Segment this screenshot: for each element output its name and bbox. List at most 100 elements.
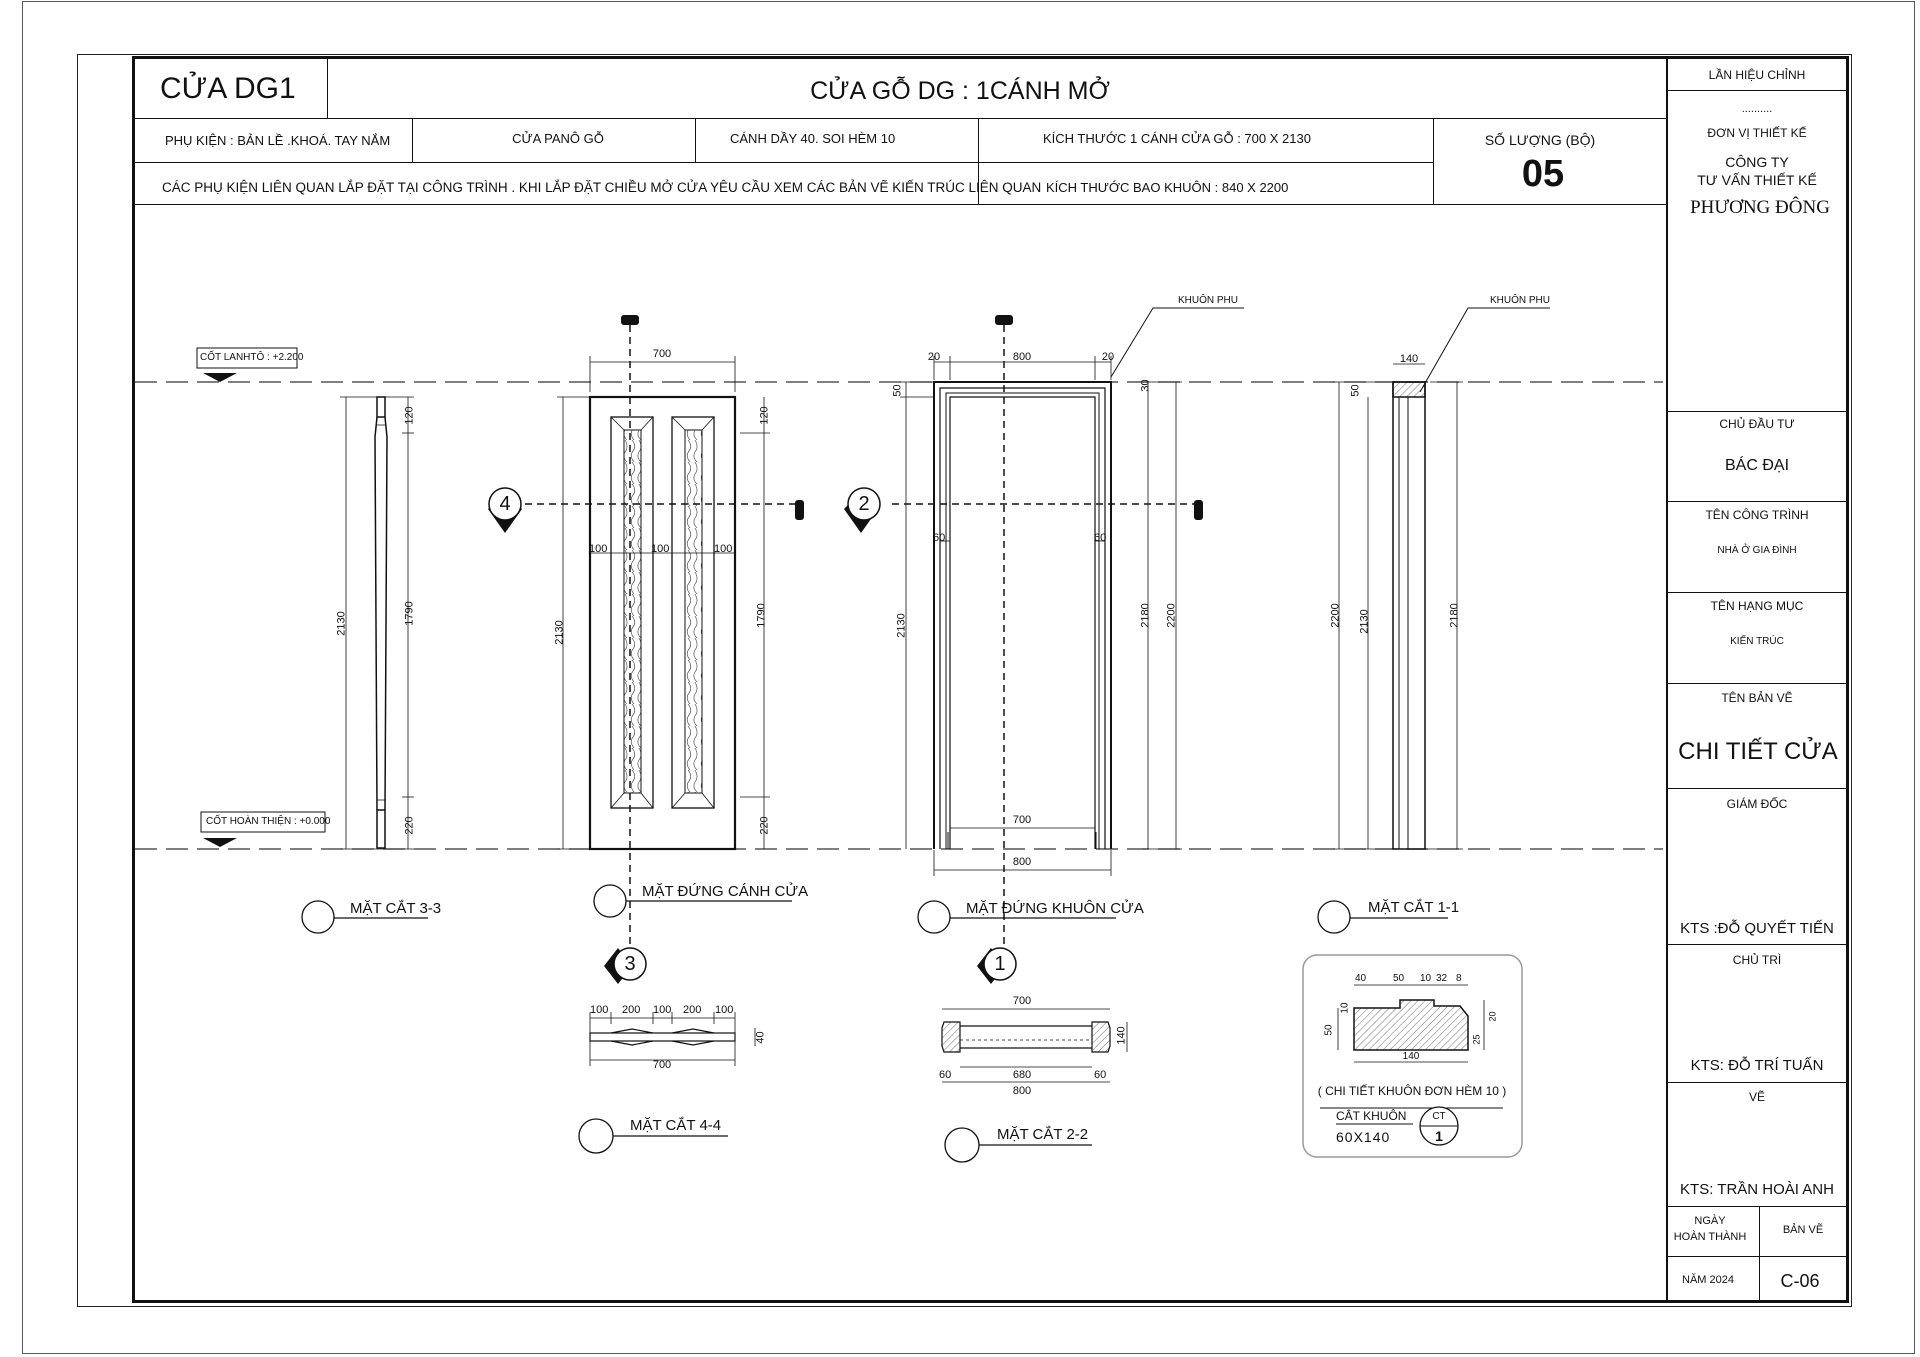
dim-leaf-panel: 1790: [755, 603, 768, 628]
dim-22-60-left: 60: [939, 1069, 952, 1081]
company-name: PHƯƠNG ĐÔNG: [1690, 197, 1830, 218]
view-label-frame-elevation: MẶT ĐỨNG KHUÔN CỬA: [966, 900, 1144, 917]
dim-33-bottom: 220: [403, 816, 416, 835]
project-value: NHÀ Ở GIA ĐÌNH: [1717, 545, 1797, 556]
dim-frame-2200: 2200: [1165, 603, 1178, 628]
frame-size-text: KÍCH THƯỚC BAO KHUÔN : 840 X 2200: [1046, 180, 1289, 195]
dim-33-top: 120: [403, 406, 416, 425]
owner-value: BÁC ĐẠI: [1724, 457, 1790, 474]
view-label-section-11: MẶT CẮT 1-1: [1368, 899, 1460, 916]
section-11-dims: [1333, 363, 1463, 850]
dim-22-top: 700: [1012, 995, 1032, 1007]
sheet-value: C-06: [1780, 1271, 1820, 1291]
dim-leaf-stile-1: 100: [589, 543, 608, 555]
dim-44-thickness: 40: [754, 1031, 767, 1044]
section-marker-2: [844, 487, 881, 533]
project-label: TÊN CÔNG TRÌNH: [1705, 508, 1809, 522]
dim-frame-height: 2130: [895, 613, 908, 638]
dim-44-seg-1: 100: [590, 1004, 609, 1016]
section-tick-top-frame: [995, 315, 1013, 325]
lead-label: CHỦ TRÌ: [1732, 953, 1782, 967]
frame-elevation: [933, 381, 1112, 849]
view-label-section-44: MẶT CẮT 4-4: [630, 1117, 722, 1134]
dim-11-2130: 2130: [1358, 609, 1371, 634]
sheet-inner-border: [77, 54, 1852, 1307]
dim-leaf-width: 700: [652, 348, 672, 360]
leaf-elevation: [588, 395, 737, 851]
date-label-2: HOÀN THÀNH: [1673, 1231, 1747, 1243]
dim-detail-50: 50: [1393, 973, 1405, 984]
section-33-profile: [374, 396, 388, 849]
drawn-label: VẼ: [1748, 1090, 1766, 1104]
section-marker-4-label: 4: [499, 493, 511, 515]
dim-frame-head: 50: [891, 384, 904, 397]
section-22-profile: [941, 1008, 1128, 1083]
company-line2: TƯ VẤN THIẾT KẾ: [1697, 172, 1817, 188]
quantity-value: 05: [1521, 153, 1565, 195]
view-label-section-33: MẶT CẮT 3-3: [350, 900, 442, 917]
dim-frame-overall: 800: [1012, 856, 1032, 868]
dim-44-seg-2: 200: [622, 1004, 641, 1016]
section-marker-3: [604, 947, 647, 984]
dim-detail-20: 20: [1487, 1011, 1498, 1022]
dim-frame-2180: 2180: [1139, 603, 1152, 628]
director-label: GIÁM ĐỐC: [1726, 797, 1788, 811]
revision-label: LẦN HIỆU CHỈNH: [1708, 68, 1806, 82]
section-marker-2-label: 2: [858, 493, 870, 515]
drawing-frame: [132, 56, 1849, 1303]
section-tick-top-leaf: [621, 315, 639, 325]
frame-detail-box: [1302, 954, 1523, 1158]
detail-profile-name: CẮT KHUÔN: [1336, 1109, 1407, 1123]
dim-22-60-right: 60: [1094, 1069, 1107, 1081]
dim-frame-30: 30: [1139, 379, 1152, 392]
frame-callout-2: KHUÔN PHU: [1490, 295, 1551, 306]
door-type-text: CỬA PANÔ GỖ: [512, 131, 604, 146]
owner-label: CHỦ ĐẦU TƯ: [1719, 417, 1795, 431]
header-table: [132, 56, 1666, 205]
detail-profile-size: 60X140: [1336, 1129, 1391, 1145]
director-value: KTS :ĐỖ QUYẾT TIẾN: [1680, 920, 1834, 937]
level-markers: [196, 347, 326, 847]
dim-frame-20-left: 20: [927, 351, 941, 363]
dim-44-total: 700: [652, 1059, 672, 1071]
dim-detail-8: 8: [1456, 973, 1462, 984]
dim-leaf-bottom: 220: [758, 816, 771, 835]
dim-detail-50-side: 50: [1323, 1024, 1335, 1036]
sheet-label: BẢN VẼ: [1782, 1224, 1824, 1236]
dim-leaf-stile-3: 100: [714, 543, 733, 555]
view-label-leaf-elevation: MẶT ĐỨNG CÁNH CỬA: [642, 883, 809, 900]
dim-detail-25: 25: [1471, 1034, 1482, 1045]
section-33-dims: [340, 396, 414, 850]
level-top-label: CỐT LANHTÔ : +2.200: [200, 352, 304, 363]
dim-11-2200: 2200: [1329, 603, 1342, 628]
detail-tag-top: CT: [1432, 1111, 1446, 1122]
quantity-label: SỐ LƯỢNG (BỘ): [1484, 132, 1596, 148]
section-11-profile: [1392, 381, 1426, 850]
dim-11-head: 50: [1349, 384, 1362, 397]
dim-22-inner: 680: [1012, 1069, 1032, 1081]
dim-detail-10: 10: [1420, 973, 1432, 984]
leaf-spec-text: CÁNH DẦY 40. SOI HÈM 10: [730, 131, 896, 146]
section-marker-1-label: 1: [994, 953, 1006, 975]
date-label-1: NGÀY: [1694, 1215, 1726, 1227]
dim-detail-10-side: 10: [1339, 1002, 1351, 1014]
lead-value: KTS: ĐỖ TRÍ TUẤN: [1690, 1057, 1824, 1074]
installation-note: CÁC PHỤ KIỆN LIÊN QUAN LẮP ĐẶT TẠI CÔNG …: [162, 180, 1042, 195]
detail-title: ( CHI TIẾT KHUÔN ĐƠN HÈM 10 ): [1317, 1084, 1507, 1098]
company-line1: CÔNG TY: [1725, 154, 1789, 170]
view-label-marks: [301, 884, 1448, 1163]
door-code: CỬA DG1: [160, 72, 296, 105]
drawn-value: KTS: TRẦN HOÀI ANH: [1680, 1181, 1834, 1198]
section-marker-4: [488, 487, 522, 533]
header-right-divider: [1666, 56, 1668, 1303]
section-44-profile: [589, 1012, 756, 1066]
drawing-name-value: CHI TIẾT CỬA: [1678, 738, 1838, 765]
revision-value: ..........: [1741, 103, 1773, 115]
dim-frame-60-left: 60: [933, 532, 946, 544]
sheet-outer-border: [22, 1, 1915, 1354]
frame-callout-1: KHUÔN PHU: [1178, 295, 1239, 306]
dim-44-seg-3: 100: [653, 1004, 672, 1016]
drawing-name-label: TÊN BẢN VẼ: [1721, 691, 1793, 705]
dim-frame-60-right: 60: [1094, 532, 1107, 544]
